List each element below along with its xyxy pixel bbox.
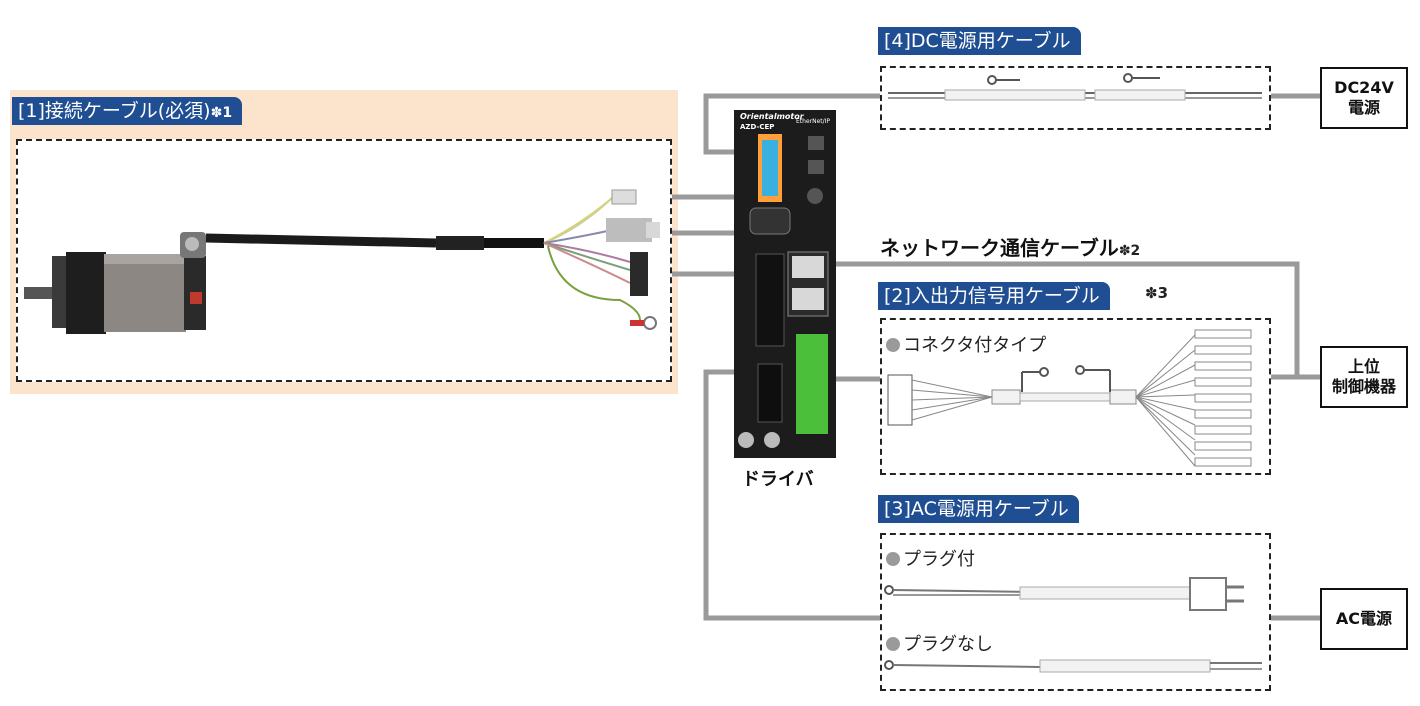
connection-cable-note: ✽1: [210, 105, 233, 121]
connection-cable-illustration: [205, 189, 660, 330]
io-cable-tag: [2]入出力信号用ケーブル: [878, 282, 1110, 310]
io-variant-label: コネクタ付タイプ: [886, 331, 1046, 357]
driver-label: ドライバ: [742, 469, 814, 490]
network-cable-title: ネットワーク通信ケーブル✽2: [880, 232, 1140, 261]
ac-cable-no-plug-illustration: [884, 659, 1262, 673]
bullet-icon: [886, 338, 900, 352]
ac-no-plug-label: プラグなし: [886, 630, 993, 656]
ac-power-box: AC電源: [1320, 588, 1408, 650]
connector-lines: [672, 93, 1320, 621]
network-cable-label: ネットワーク通信ケーブル: [880, 236, 1119, 260]
dc-cable-label: [4]DC電源用ケーブル: [884, 30, 1071, 52]
bullet-icon: [886, 552, 900, 566]
ac-cable-plug-illustration: [884, 577, 1244, 611]
io-cable-illustration: [887, 329, 1252, 467]
connection-cable-tag: [1]接続ケーブル(必須)✽1: [12, 97, 243, 125]
ac-cable-tag: [3]AC電源用ケーブル: [878, 495, 1079, 523]
driver-model: AZD-CEP: [740, 123, 775, 131]
dc24v-power-box: DC24V 電源: [1320, 67, 1408, 129]
io-cable-note: ✽3: [1145, 284, 1169, 302]
dc-cable-illustration: [888, 73, 1262, 101]
ac-cable-label: [3]AC電源用ケーブル: [884, 498, 1069, 520]
connection-cable-label: [1]接続ケーブル(必須): [18, 100, 211, 122]
dc-cable-tag: [4]DC電源用ケーブル: [878, 27, 1081, 55]
io-cable-label: [2]入出力信号用ケーブル: [884, 285, 1100, 307]
driver-illustration: [734, 110, 836, 458]
host-controller-box: 上位 制御機器: [1320, 346, 1408, 408]
ac-plug-label: プラグ付: [886, 545, 975, 571]
bullet-icon: [886, 637, 900, 651]
driver-protocol: EtherNet/IP: [796, 118, 831, 125]
motor-illustration: [24, 232, 206, 334]
network-cable-note: ✽2: [1118, 243, 1141, 259]
driver-brand: Orientalmotor: [740, 112, 804, 121]
